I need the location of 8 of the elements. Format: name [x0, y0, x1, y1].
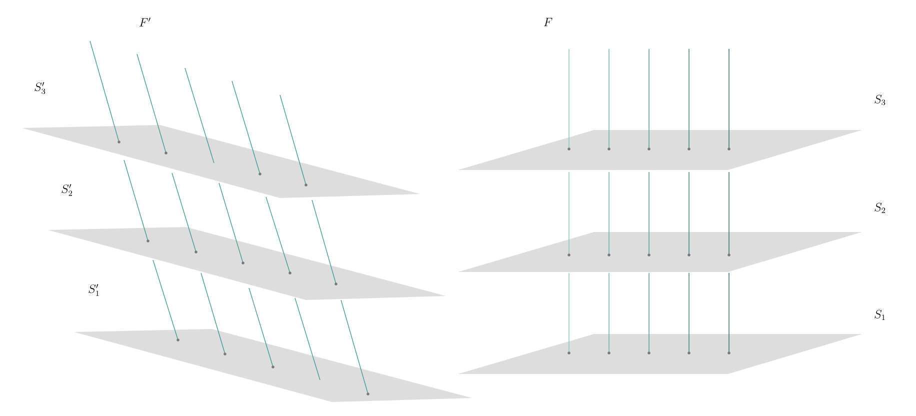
math-label: $F$ [544, 18, 552, 26]
math-label: $S_3$ [874, 94, 886, 106]
math-label: $S_2$ [874, 202, 886, 213]
math-label: $S_1$ [874, 310, 885, 320]
math-label: $S'_3$ [34, 82, 46, 94]
math-label: $F'$ [140, 18, 150, 26]
math-label: $S'_1$ [88, 284, 99, 296]
math-label: $S'_2$ [62, 184, 72, 196]
